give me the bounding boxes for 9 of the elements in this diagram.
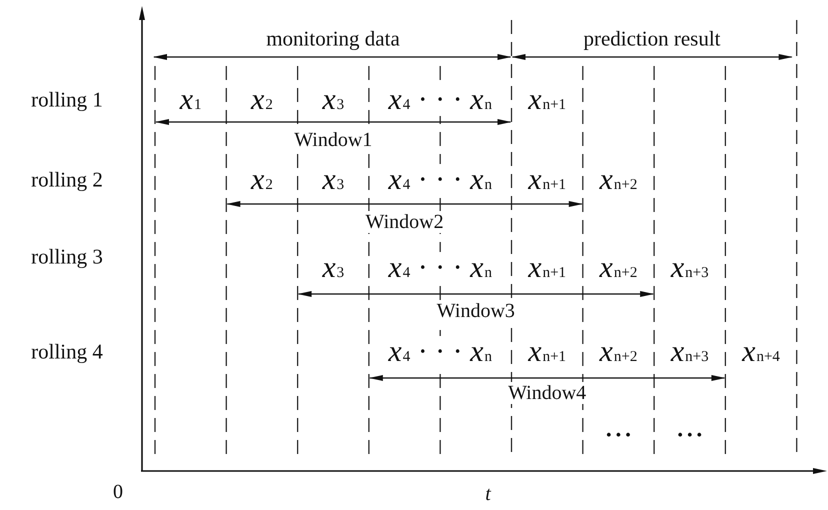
- row-label: rolling 3: [29, 246, 105, 268]
- window-label: Window2: [364, 211, 446, 233]
- window-label: Window4: [506, 382, 588, 404]
- row-label: rolling 4: [29, 340, 105, 364]
- section-heading: monitoring data: [264, 28, 402, 50]
- row-label: rolling 1: [29, 88, 105, 112]
- window-label: Window3: [434, 300, 517, 322]
- row-label: rolling 2: [29, 168, 105, 192]
- section-heading: prediction result: [581, 28, 723, 50]
